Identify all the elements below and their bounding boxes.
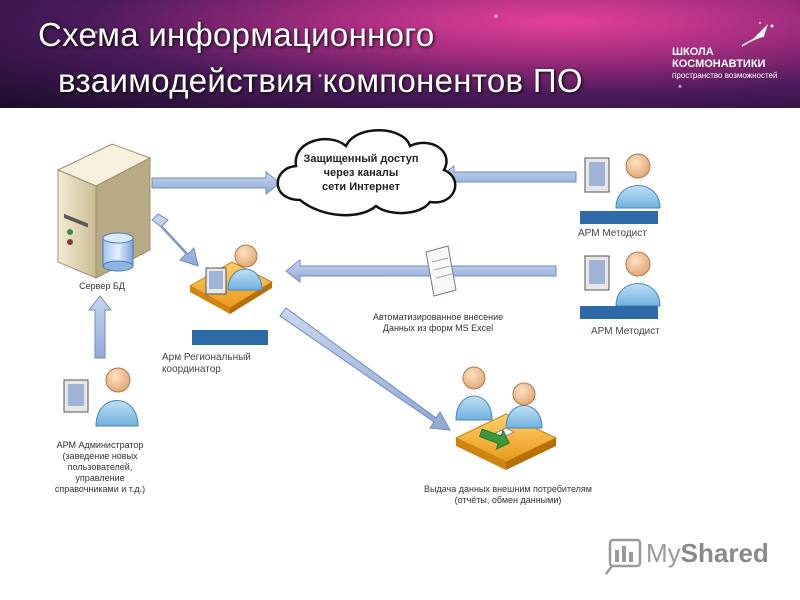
consumers-label-line2: (отчёты, обмен данными) — [454, 495, 562, 505]
header-banner: Схема информационного взаимодействия ком… — [0, 0, 800, 108]
admin-label-line5: справочниками и т.д.) — [54, 484, 146, 494]
arrow-server-to-cloud — [151, 170, 281, 196]
metodist1-workstation-icon — [580, 153, 661, 224]
consumers-label: Выдача данных внешним потребителям (отчё… — [408, 484, 608, 506]
rocket-icon — [741, 22, 774, 47]
stars-background — [0, 0, 800, 108]
logo-text-line3: пространство возможностей — [672, 71, 778, 80]
admin-label-line4: управление — [75, 473, 125, 483]
page-title-line2: взаимодействия компонентов ПО — [58, 62, 583, 99]
admin-label-line1: АРМ Администратор — [56, 440, 144, 450]
coordinator-label: Арм Региональный координатор — [162, 352, 251, 376]
watermark-my: My — [646, 538, 681, 568]
metodist2-workstation-icon — [580, 251, 661, 319]
consumers-label-line1: Выдача данных внешним потребителям — [424, 484, 592, 494]
page-title-line1: Схема информационного — [38, 16, 435, 53]
server-label: Сервер БД — [79, 281, 125, 291]
excel-document-icon — [425, 245, 457, 297]
admin-label-line3: пользователей, — [67, 462, 133, 472]
coordinator-label-line1: Арм Региональный — [162, 352, 251, 363]
admin-label-line2: (заведение новых — [62, 451, 138, 461]
myshared-watermark: MyShared — [646, 538, 769, 569]
admin-label: АРМ Администратор (заведение новых польз… — [40, 440, 160, 495]
metodist2-label: АРМ Методист — [591, 326, 660, 337]
coordinator-label-line2: координатор — [162, 364, 221, 375]
arrow-admin-to-server — [87, 295, 113, 359]
metodist1-label: АРМ Методист — [578, 228, 647, 239]
coordinator-workstation-icon — [188, 244, 274, 345]
logo-text-line2: КОСМОНАВТИКИ — [672, 58, 766, 70]
cloud-label-line3: сети Интернет — [321, 181, 401, 193]
admin-workstation-icon — [63, 367, 139, 427]
cloud-label-line2: через каналы — [323, 167, 399, 179]
logo-text-line1: ШКОЛА — [672, 46, 714, 58]
myshared-logo-icon — [605, 538, 642, 575]
import-label: Автоматизированное внесение Данных из фо… — [358, 312, 518, 334]
consumers-meeting-icon — [454, 366, 558, 470]
cloud-label: Защищенный доступ через каналы сети Инте… — [286, 152, 436, 194]
arrow-server-coordinator-bidirectional — [151, 213, 199, 267]
import-label-line2: Данных из форм MS Excel — [382, 323, 494, 333]
arrow-metodist-to-coordinator — [285, 258, 557, 284]
import-label-line1: Автоматизированное внесение — [372, 312, 504, 322]
arrow-metodist-to-cloud — [439, 164, 577, 190]
watermark-shared: Shared — [680, 538, 769, 568]
school-logo: ШКОЛА КОСМОНАВТИКИ пространство возможно… — [672, 20, 790, 84]
cloud-label-line1: Защищенный доступ — [303, 153, 419, 165]
server-icon — [56, 143, 152, 279]
